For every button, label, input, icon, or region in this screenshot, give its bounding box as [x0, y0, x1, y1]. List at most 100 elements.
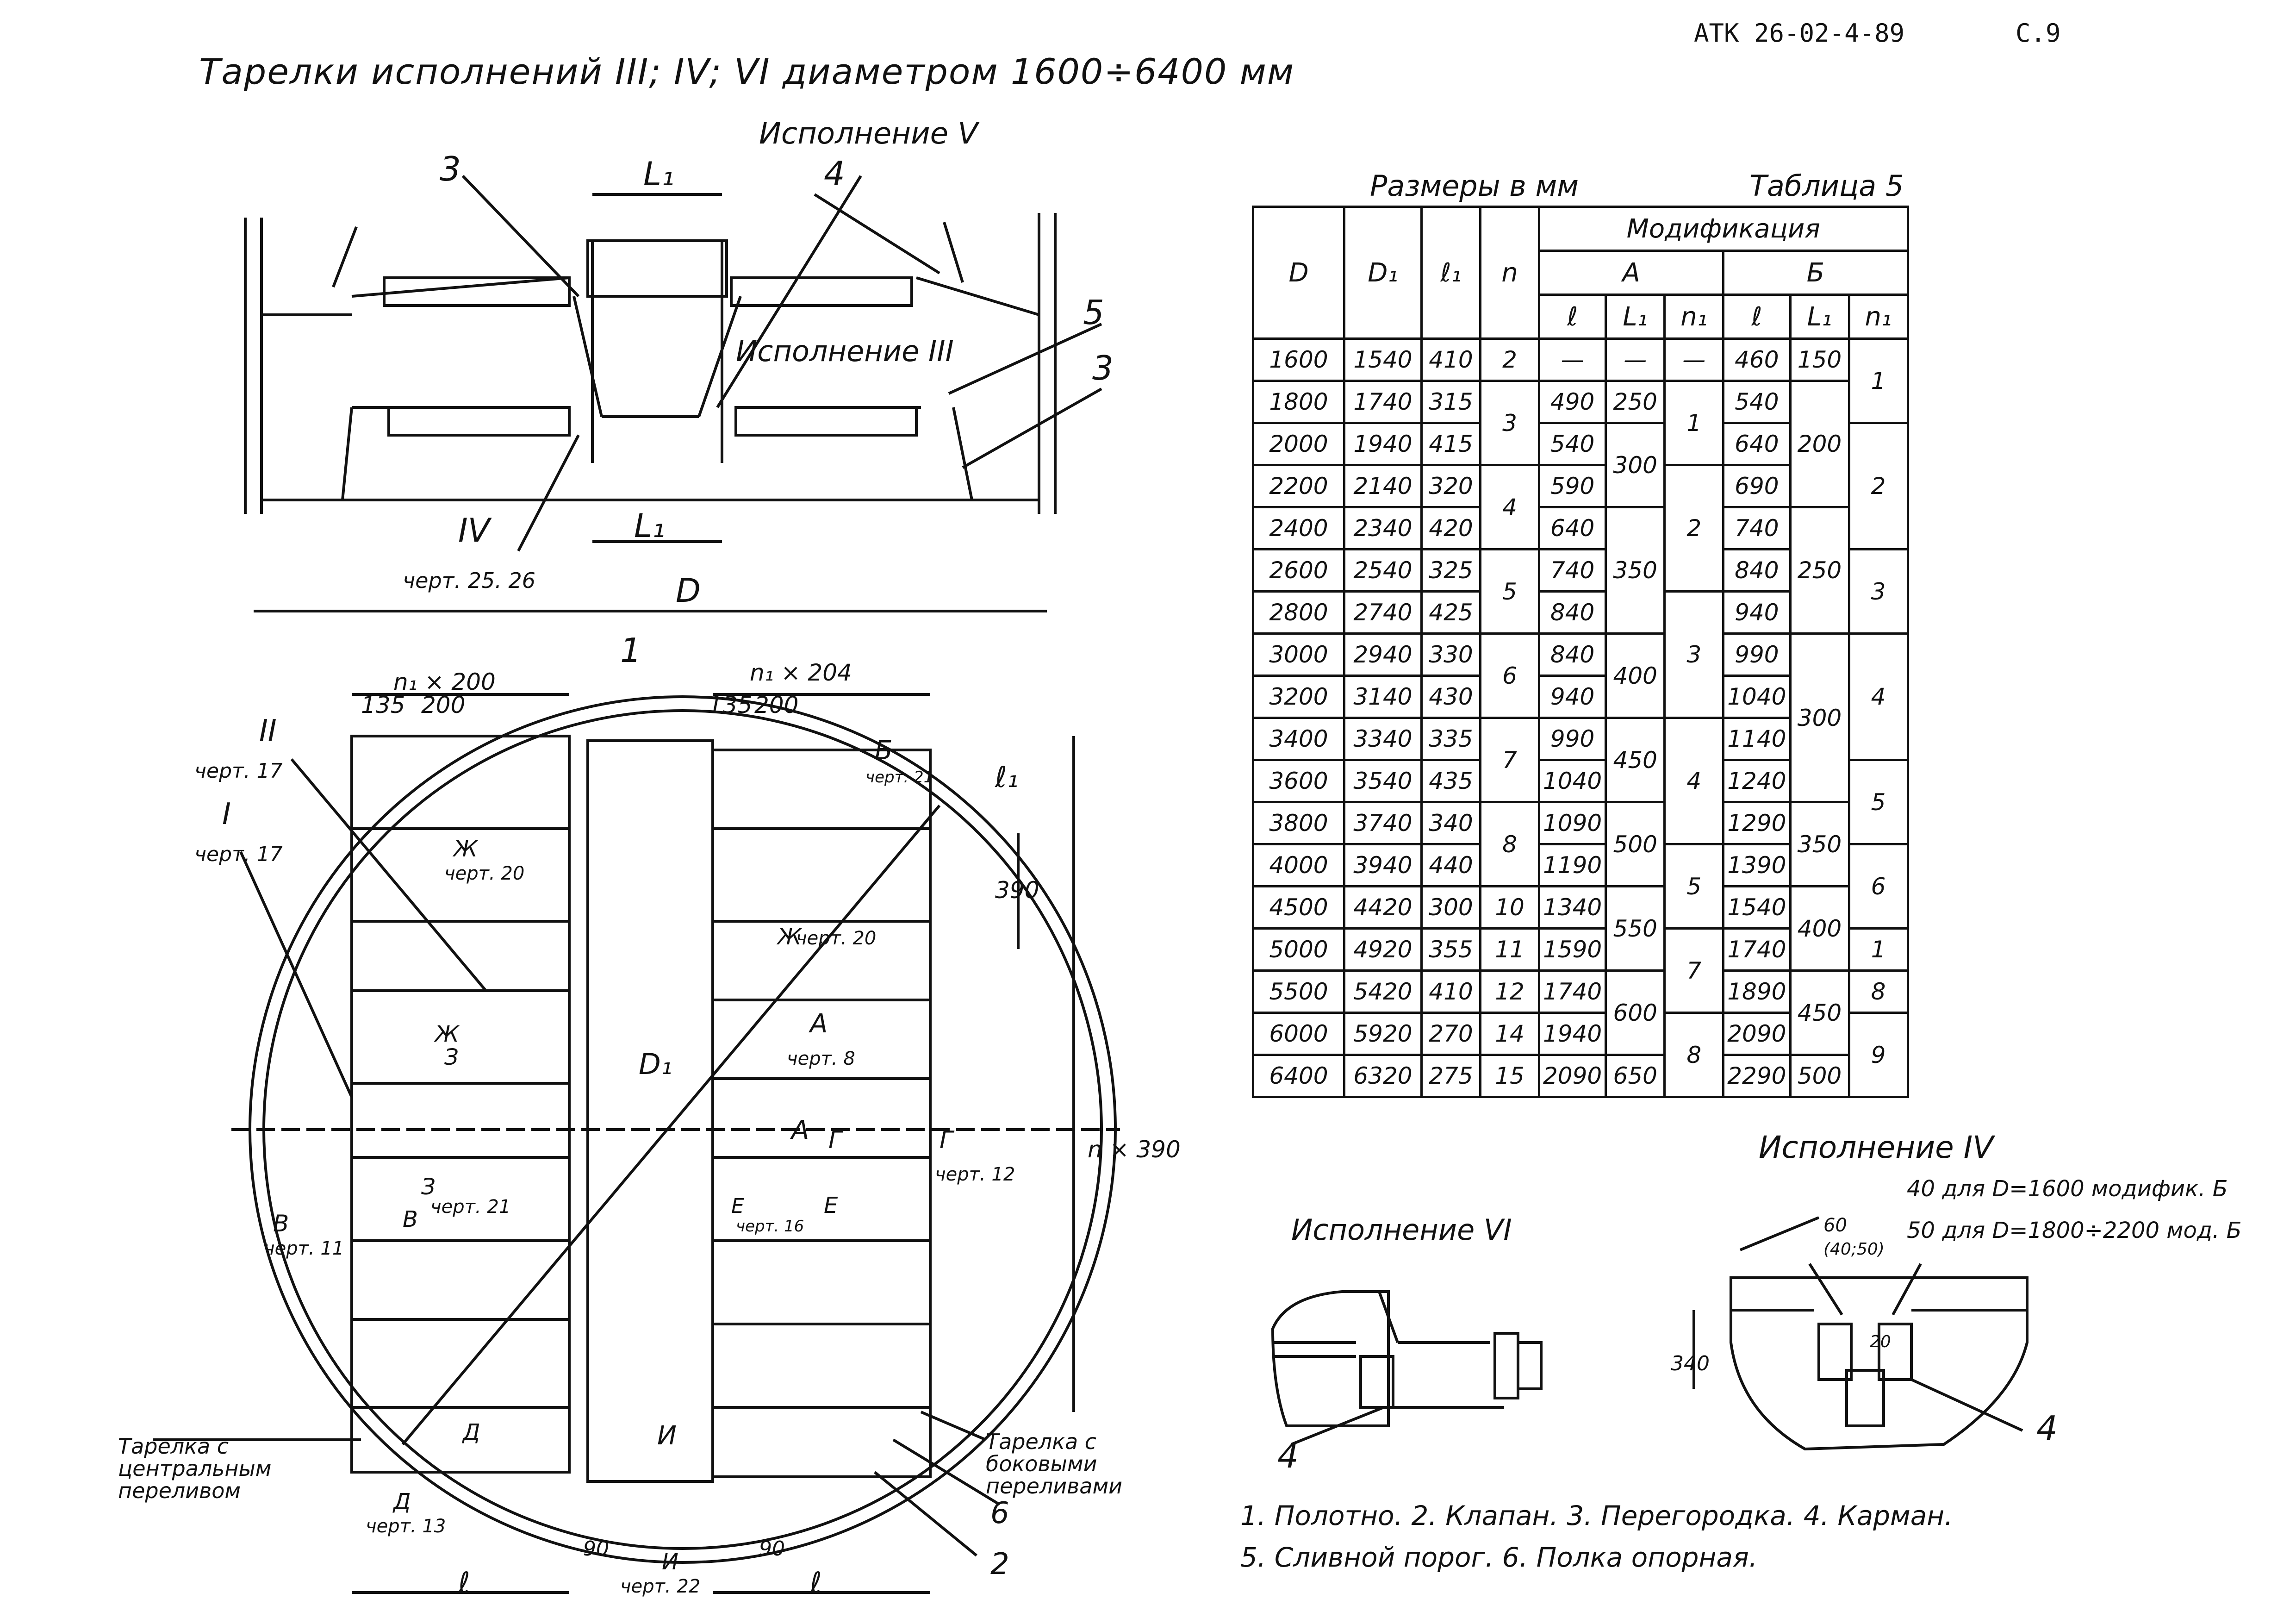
cell-l1: 425 [1420, 590, 1481, 635]
cell-a-l: 1340 [1537, 885, 1607, 930]
cell-b-l: 990 [1722, 632, 1792, 677]
table-row: 4500 4420 300 10 1340 550 1540 400 [1252, 885, 1908, 972]
cell-b-l: 1890 [1722, 969, 1792, 1014]
exec-iv-note1: 40 для D=1600 модифик. Б [1907, 1176, 2228, 1202]
dim-l1: ℓ₁ [995, 760, 1018, 794]
col-header-a-l: ℓ [1537, 294, 1607, 340]
cell-b-l: 460 [1722, 337, 1792, 382]
exec-iv-leader-4: 4 [2036, 1409, 2058, 1448]
table-row: 5000 4920 355 11 1590 7 1740 1 [1252, 927, 1909, 1014]
cell-l1: 340 [1420, 801, 1481, 845]
dim-135-left: 135 [361, 692, 405, 718]
label-i-cut2: И [662, 1549, 678, 1575]
dim-n1x200: n₁ × 200 [393, 668, 496, 695]
table-row: 5500 5420 410 12 1740 600 1890 450 8 [1252, 969, 1909, 1056]
cell-d1: 1940 [1343, 422, 1423, 466]
cell-a-l: 1590 [1537, 927, 1607, 972]
ref-z2: черт. 21 [430, 1196, 510, 1218]
cell-a-l1: — [1605, 337, 1666, 382]
cell-n: 4 [1479, 464, 1540, 550]
cell-b-l: 540 [1722, 380, 1792, 424]
cell-d: 2200 [1252, 464, 1345, 508]
cell-a-l1: 250 [1605, 380, 1666, 424]
cell-b-l1: 250 [1789, 506, 1850, 635]
cell-l1: 440 [1420, 843, 1481, 887]
cell-a-l: — [1537, 337, 1607, 382]
dim-d: D [676, 572, 701, 610]
exec-vi-title: Исполнение VI [1291, 1213, 1512, 1247]
cell-d: 4000 [1252, 843, 1345, 887]
table-row: 6000 5920 270 14 1940 8 2090 9 [1252, 1012, 1909, 1098]
leader-1: 1 [620, 631, 641, 670]
col-header-d1: D₁ [1343, 206, 1423, 340]
cell-b-l: 1540 [1722, 885, 1792, 930]
cell-d: 1600 [1252, 337, 1345, 382]
label-ii: II [259, 714, 277, 748]
cell-d: 3200 [1252, 675, 1345, 719]
cell-b-l: 690 [1722, 464, 1792, 508]
cell-d1: 3940 [1343, 843, 1423, 887]
cell-a-l1: 500 [1605, 801, 1666, 887]
col-header-b-l1: L₁ [1789, 294, 1850, 340]
cell-b-n1: 5 [1848, 759, 1909, 845]
cell-a-l: 640 [1537, 506, 1607, 550]
cell-a-l: 1940 [1537, 1012, 1607, 1056]
col-header-modification: Модификация [1538, 206, 1909, 252]
leader-2: 2 [990, 1547, 1009, 1581]
cell-a-l: 990 [1537, 717, 1607, 761]
ref-i: черт. 17 [194, 843, 283, 866]
cell-a-n1: 7 [1663, 927, 1725, 1014]
cell-b-l1: 500 [1789, 1054, 1850, 1098]
cell-d1: 5420 [1343, 969, 1423, 1014]
label-v2: В [273, 1210, 289, 1237]
dim-n1x204: n₁ × 204 [750, 659, 852, 686]
cell-d1: 1740 [1343, 380, 1423, 424]
cell-a-l: 2090 [1537, 1054, 1607, 1098]
col-header-a: А [1537, 250, 1725, 296]
ref-ii: черт. 17 [194, 759, 283, 783]
cell-d: 2800 [1252, 590, 1345, 635]
cell-d1: 2140 [1343, 464, 1423, 508]
dim-90-left: 90 [583, 1537, 609, 1561]
table-row: 3800 3740 340 8 1090 500 1290 350 [1252, 801, 1908, 887]
cell-d: 3600 [1252, 759, 1345, 803]
cell-b-n1: 2 [1848, 422, 1909, 550]
cell-d1: 6320 [1343, 1054, 1423, 1098]
cell-b-l: 940 [1722, 590, 1792, 635]
table-row: 3000 2940 330 6 840 400 990 300 4 [1252, 632, 1909, 803]
cell-b-l1: 400 [1789, 885, 1850, 972]
cell-d: 3000 [1252, 632, 1345, 677]
cell-b-l: 640 [1722, 422, 1792, 466]
label-d2: Д [392, 1489, 411, 1515]
label-iv: IV [458, 512, 492, 550]
label-a: А [809, 1009, 828, 1039]
dim-l1-top: L₁ [643, 155, 674, 193]
cell-b-l1: 150 [1789, 337, 1850, 382]
col-header-n: n [1479, 206, 1540, 340]
dim-d1: D₁ [639, 1047, 672, 1081]
ref-g: черт. 12 [935, 1164, 1015, 1185]
cell-b-l: 1140 [1722, 717, 1792, 761]
ref-d: черт. 13 [366, 1516, 446, 1537]
cell-l1: 335 [1420, 717, 1481, 761]
cell-b-l: 1240 [1722, 759, 1792, 803]
exec-v-label: Исполнение V [759, 117, 980, 151]
cell-n: 2 [1479, 337, 1540, 382]
dim-340: 340 [1671, 1352, 1710, 1375]
cell-d1: 3140 [1343, 675, 1423, 719]
cell-a-l1: 600 [1605, 969, 1666, 1056]
page-number: С.9 [2016, 19, 2061, 48]
cell-d1: 2340 [1343, 506, 1423, 550]
dim-135-right: 135 [708, 692, 752, 718]
cell-b-n1: 9 [1848, 1012, 1909, 1098]
ref-zh-right: черт. 20 [796, 928, 876, 949]
ref-iv: черт. 25. 26 [403, 568, 535, 593]
document-code: АТК 26-02-4-89 [1694, 19, 1905, 48]
col-header-b-l: ℓ [1722, 294, 1792, 340]
cell-a-l1: 450 [1605, 717, 1666, 803]
cell-d1: 3540 [1343, 759, 1423, 803]
col-header-d: D [1252, 206, 1345, 340]
ref-e: черт. 16 [736, 1217, 804, 1236]
